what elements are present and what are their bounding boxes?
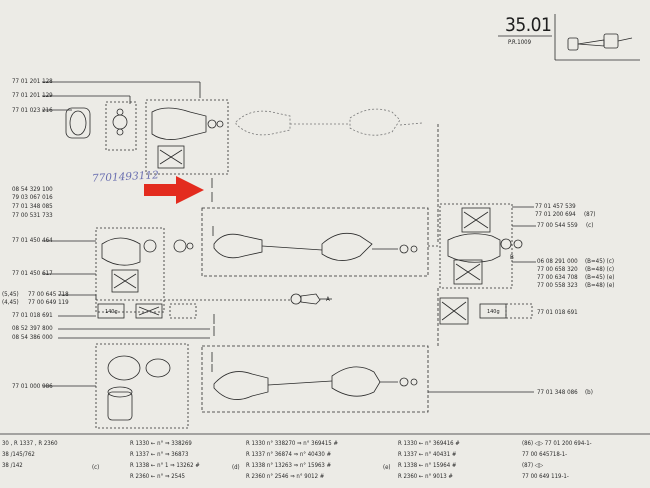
part-label: 77 01 450 464 [12,237,53,244]
part-label: 79 03 067 016 [12,194,53,201]
callout-letter: A [326,296,330,303]
table-cell: R 1338 ← n° 1 ⇒ 13262 # [130,462,200,469]
table-cell: R 2360 n° 2546 ⇒ n° 9012 # [246,473,325,480]
table-tag: (c) [92,464,100,471]
table-tag: (e) [383,464,391,471]
part-label: 77 01 000 986 [12,383,53,390]
part-label: 77 01 018 691 [537,309,578,316]
table-cell: R 1337 ← n° ⇒ 36873 [130,451,189,458]
table-cell: R 1338 ← n° 15964 # [398,462,457,469]
part-label: 77 00 645 718 [28,291,69,298]
part-label: 77 00 544 559 [537,222,578,229]
highlight-arrow-icon [144,176,204,204]
part-tag: (B=48) (e) [585,282,615,289]
table-cell: (86) ◁▷ 77 01 200 694-1- [522,440,592,447]
part-tag: (B=45) (e) [585,274,615,281]
part-label: 77 00 531 733 [12,212,53,219]
part-tag: (B=45) (c) [585,258,615,265]
part-label: 77 00 634 708 [537,274,578,281]
page-reference: P.R.1009 [508,39,532,46]
table-cell: (87) ◁▷ [522,462,544,469]
part-prefix: (4,45) [2,299,19,306]
part-tag: (c) [586,222,594,229]
part-tag: (B=48) (c) [585,266,615,273]
applicability-col-4: R 1330 ← n° 369416 # R 1337 ← n° 40431 #… [398,438,460,482]
table-cell: R 2360 ← n° 9013 # [398,473,453,480]
table-cell: 77 00 649 119-1- [522,473,569,480]
part-label: 77 01 348 085 [12,203,53,210]
part-label: 77 01 348 086 [537,389,578,396]
page-number: 35.01 [505,14,552,36]
part-label: 77 01 200 694 [535,211,576,218]
table-cell: R 1337 ← n° 40431 # [398,451,457,458]
part-label: 77 01 457 539 [535,203,576,210]
table-cell: 38 /142 [2,462,23,469]
part-tag: (b) [585,389,593,396]
table-cell: R 1330 ← n° ⇒ 338269 [130,440,192,447]
part-prefix: (5,45) [2,291,19,298]
table-cell: 30 , R 1337 , R 2360 [2,440,58,447]
part-label: 77 01 023 216 [12,107,53,114]
applicability-col-3: R 1330 n° 338270 ⇒ n° 369415 # R 1337 n°… [246,438,338,482]
part-tag: (87) [584,211,596,218]
part-label: 06 08 291 000 [537,258,578,265]
table-cell: R 1338 n° 13263 ⇒ n° 15963 # [246,462,332,469]
applicability-col-1: 30 , R 1337 , R 2360 38 /145/762 38 /142 [2,438,58,471]
part-label: 77 01 450 617 [12,270,53,277]
part-label: 08 54 386 000 [12,334,53,341]
grease-quantity: 140g [487,309,500,315]
table-cell: R 2360 ← n° ⇒ 2545 [130,473,185,480]
applicability-col-2: R 1330 ← n° ⇒ 338269 R 1337 ← n° ⇒ 36873… [130,438,200,482]
part-label: 77 01 201 129 [12,92,53,99]
table-cell: R 1330 n° 338270 ⇒ n° 369415 # [246,440,338,447]
table-cell: R 1330 ← n° 369416 # [398,440,460,447]
part-label: 77 01 201 128 [12,78,53,85]
applicability-col-5: (86) ◁▷ 77 01 200 694-1- 77 00 645718-1-… [522,438,592,482]
table-tag: (d) [232,464,240,471]
driveshaft-thumbnail-icon [567,33,633,51]
table-cell: 38 /145/762 [2,451,35,458]
part-label: 77 01 018 691 [12,312,53,319]
part-label: 77 00 658 320 [537,266,578,273]
part-label: 77 00 558 323 [537,282,578,289]
table-cell: R 1337 n° 36874 ⇒ n° 40430 # [246,451,332,458]
part-label: 08 54 329 100 [12,186,53,193]
part-label: 08 52 397 800 [12,325,53,332]
part-label: 77 00 649 119 [28,299,69,306]
table-cell: 77 00 645718-1- [522,451,568,458]
